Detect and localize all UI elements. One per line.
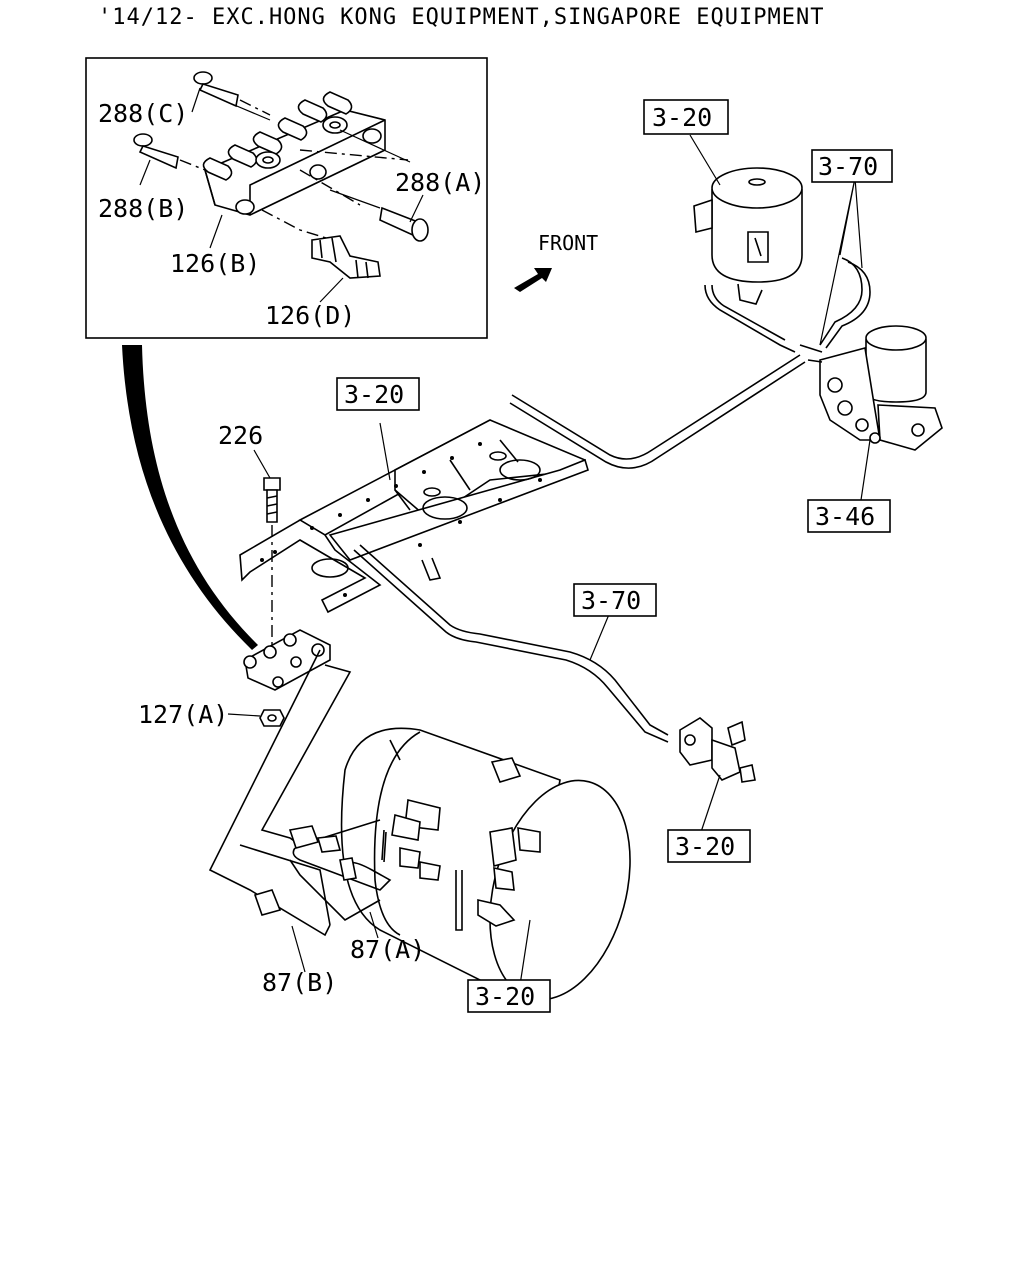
label-127a: 127(A) bbox=[138, 700, 228, 729]
label-126b: 126(B) bbox=[170, 249, 260, 278]
bolt-288c bbox=[193, 71, 239, 108]
header-title: '14/12- EXC.HONG KONG EQUIPMENT,SINGAPOR… bbox=[98, 5, 825, 30]
svg-text:3-46: 3-46 bbox=[815, 502, 875, 531]
label-126d: 126(D) bbox=[265, 301, 355, 330]
bolt-226 bbox=[253, 449, 281, 523]
svg-text:3-70: 3-70 bbox=[581, 586, 641, 615]
ref-box-air-tank[interactable]: 3-20 bbox=[467, 979, 551, 1013]
air-tank bbox=[340, 727, 631, 1002]
inset-callout-arc bbox=[122, 345, 258, 650]
ref-box-dryer-tank[interactable]: 3-20 bbox=[643, 99, 729, 135]
pipe-87b bbox=[208, 649, 331, 937]
front-label: FRONT bbox=[538, 231, 598, 255]
ref-box-frame[interactable]: 3-20 bbox=[336, 377, 420, 411]
svg-text:3-20: 3-20 bbox=[344, 380, 404, 409]
label-87a: 87(A) bbox=[350, 935, 425, 964]
manifold-block bbox=[243, 629, 331, 691]
bolt-288a bbox=[379, 206, 429, 242]
manifold-block-detail bbox=[202, 91, 386, 216]
nut-127a bbox=[227, 709, 285, 727]
label-226: 226 bbox=[218, 421, 263, 450]
air-dryer bbox=[799, 325, 943, 451]
ref-box-dryer[interactable]: 3-46 bbox=[807, 499, 891, 533]
label-288a: 288(A) bbox=[395, 168, 485, 197]
fitting-126d bbox=[311, 235, 381, 279]
svg-text:3-20: 3-20 bbox=[475, 982, 535, 1011]
front-direction: FRONT bbox=[514, 231, 598, 292]
label-288b: 288(B) bbox=[98, 194, 188, 223]
relay-valve bbox=[679, 717, 756, 783]
front-arrow-icon bbox=[514, 268, 552, 292]
ref-box-valve[interactable]: 3-20 bbox=[667, 829, 751, 863]
detail-inset: 288(C) 288(B) 288(A) 126(B) 126(D) bbox=[85, 57, 488, 339]
label-288c: 288(C) bbox=[98, 99, 188, 128]
label-87b: 87(B) bbox=[262, 968, 337, 997]
air-dryer-tank bbox=[693, 167, 803, 353]
svg-text:3-20: 3-20 bbox=[652, 103, 712, 132]
chassis-frame bbox=[239, 419, 589, 614]
svg-text:3-20: 3-20 bbox=[675, 832, 735, 861]
ref-box-pipe-upper[interactable]: 3-70 bbox=[811, 149, 893, 183]
bolt-288b bbox=[133, 133, 179, 170]
svg-text:3-70: 3-70 bbox=[818, 152, 878, 181]
pipe-87a bbox=[260, 664, 392, 921]
ref-box-pipe-lower[interactable]: 3-70 bbox=[573, 583, 657, 617]
